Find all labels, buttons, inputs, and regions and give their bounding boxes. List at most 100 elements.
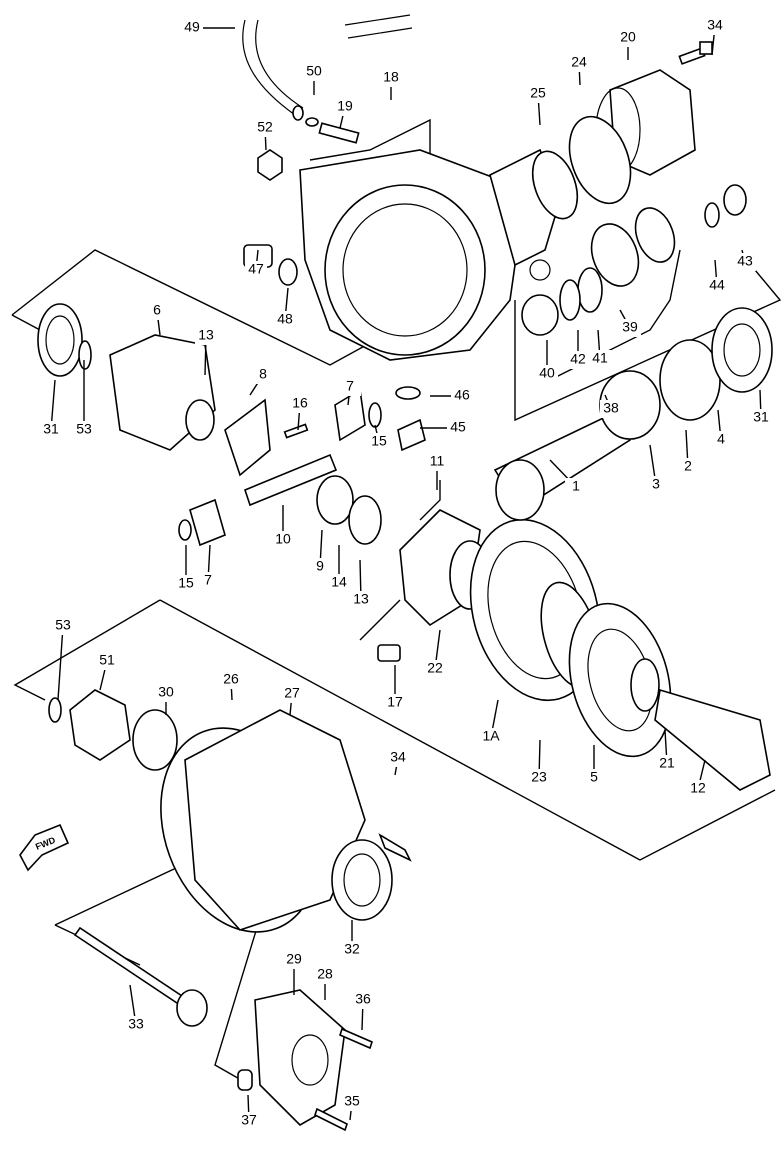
callout-1a: 1A	[482, 728, 500, 744]
callout-35: 35	[344, 1093, 360, 1109]
callout-background	[125, 1016, 147, 1034]
callout-20: 20	[620, 29, 636, 45]
callout-27: 27	[284, 685, 300, 701]
callout-14: 14	[331, 574, 347, 590]
bolt-34-top	[678, 41, 713, 65]
callout-16: 16	[292, 395, 308, 411]
callout-39: 39	[622, 319, 638, 335]
callout-background	[146, 302, 168, 320]
callout-34: 34	[390, 749, 406, 765]
callout-13: 13	[353, 591, 369, 607]
callout-46: 46	[454, 387, 470, 403]
callout-background	[254, 119, 276, 137]
callout-40: 40	[539, 365, 555, 381]
callout-12: 12	[690, 780, 706, 796]
callout-background	[175, 575, 197, 593]
callout-background	[181, 19, 203, 37]
callout-10: 10	[275, 531, 291, 547]
callout-background	[341, 941, 363, 959]
callout-background	[339, 378, 361, 396]
callout-background	[40, 421, 62, 439]
callout-background	[536, 365, 558, 383]
callout-23: 23	[531, 769, 547, 785]
callout-background	[600, 400, 622, 418]
callout-31: 31	[43, 421, 59, 437]
callout-background	[350, 591, 372, 609]
callout-background	[334, 98, 356, 116]
callout-3: 3	[652, 476, 660, 492]
bracket-28-32	[237, 989, 373, 1132]
callout-21: 21	[659, 755, 675, 771]
callout-background	[245, 261, 267, 279]
callout-background	[197, 572, 219, 590]
left-diff-parts	[37, 303, 426, 547]
callout-background	[480, 728, 502, 746]
callout-38: 38	[603, 400, 619, 416]
callout-background	[528, 769, 550, 787]
callout-background	[380, 69, 402, 87]
callout-32: 32	[344, 941, 360, 957]
lower-housing-parts	[48, 689, 412, 933]
callout-background	[583, 769, 605, 787]
callout-background	[73, 421, 95, 439]
callout-background	[341, 1093, 363, 1111]
callout-1: 1	[572, 478, 580, 494]
callout-22: 22	[427, 660, 443, 676]
callout-50: 50	[306, 63, 322, 79]
ring-gear-and-carrier	[377, 509, 771, 791]
callout-31: 31	[753, 409, 769, 425]
callout-background	[424, 660, 446, 678]
flange-20	[531, 69, 696, 220]
callout-background	[309, 558, 331, 576]
callout-44: 44	[709, 277, 725, 293]
long-bolt-33	[73, 926, 208, 1027]
callout-49: 49	[184, 19, 200, 35]
callout-background	[567, 351, 589, 369]
callout-background	[687, 780, 709, 798]
diff-housing-18	[299, 148, 561, 361]
callout-background	[368, 433, 390, 451]
callout-background	[527, 85, 549, 103]
callout-background	[281, 685, 303, 703]
fwd-arrow: FWD	[19, 823, 70, 872]
callout-4: 4	[717, 431, 725, 447]
callout-13: 13	[198, 327, 214, 343]
callout-background	[617, 29, 639, 47]
callout-background	[274, 311, 296, 329]
callout-7: 7	[204, 572, 212, 588]
callout-7: 7	[346, 378, 354, 394]
callout-background	[447, 419, 469, 437]
callout-41: 41	[592, 350, 608, 366]
callout-6: 6	[153, 302, 161, 318]
callout-background	[677, 458, 699, 476]
callout-15: 15	[371, 433, 387, 449]
callout-background	[96, 652, 118, 670]
callout-background	[565, 478, 587, 496]
callout-43: 43	[737, 253, 753, 269]
callout-24: 24	[571, 54, 587, 70]
callout-42: 42	[570, 351, 586, 367]
pinion-shaft-parts	[493, 307, 773, 521]
callout-background	[706, 277, 728, 295]
callout-18: 18	[383, 69, 399, 85]
callout-background	[656, 755, 678, 773]
callout-background	[645, 476, 667, 494]
callout-background	[426, 453, 448, 471]
callout-52: 52	[257, 119, 273, 135]
callout-29: 29	[286, 951, 302, 967]
callout-2: 2	[684, 458, 692, 474]
callout-11: 11	[430, 453, 445, 469]
callout-background	[155, 684, 177, 702]
callout-background	[619, 319, 641, 337]
callout-background	[52, 617, 74, 635]
callout-47: 47	[248, 261, 264, 277]
callout-33: 33	[128, 1016, 144, 1032]
callout-background	[734, 253, 756, 271]
callout-37: 37	[241, 1112, 257, 1128]
callout-background	[352, 991, 374, 1009]
callout-48: 48	[277, 311, 293, 327]
callout-28: 28	[317, 966, 333, 982]
callout-8: 8	[259, 366, 267, 382]
callout-17: 17	[387, 694, 403, 710]
